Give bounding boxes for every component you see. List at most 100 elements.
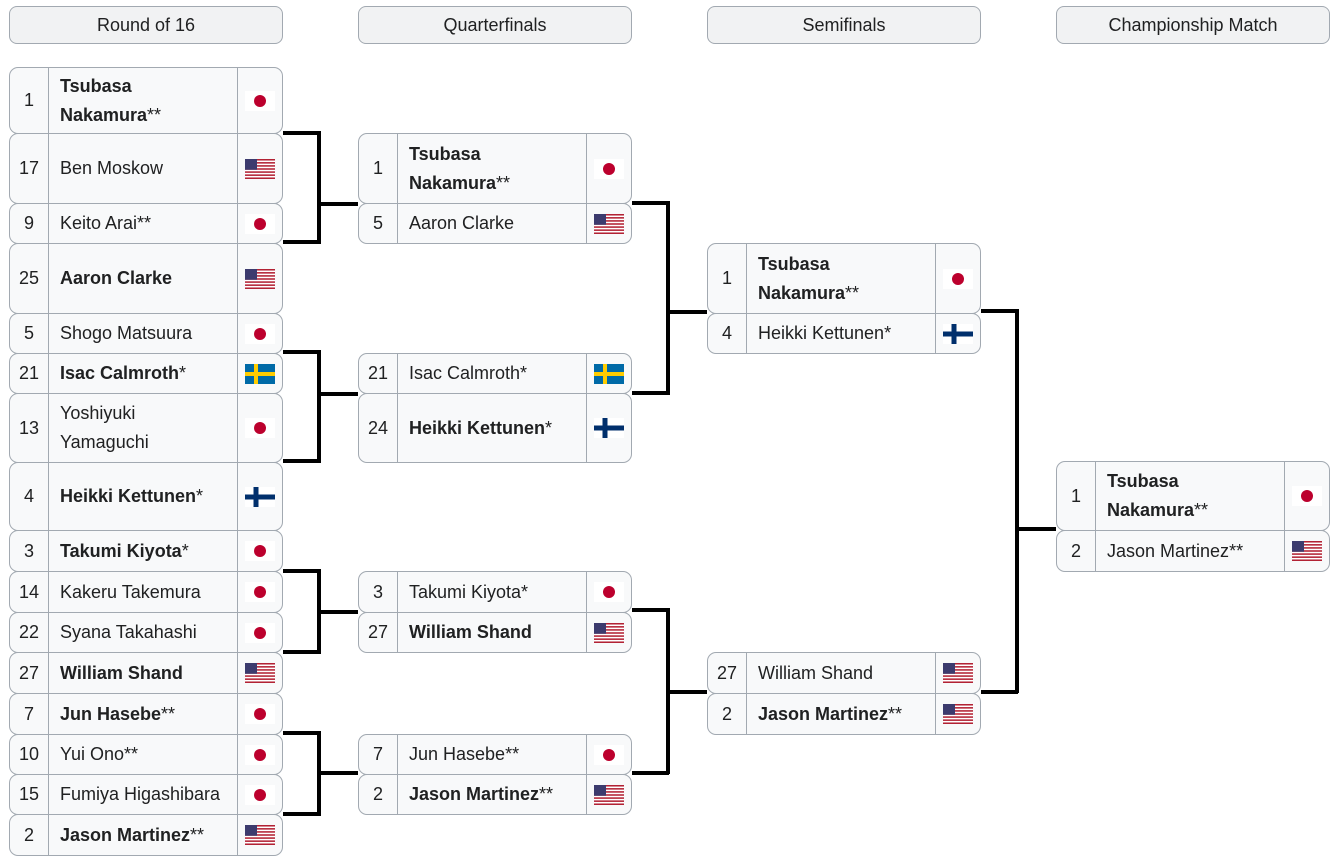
seed-number: 4 <box>10 463 49 530</box>
player-name: Jason Martinez** <box>747 694 935 734</box>
player-name-text: Shogo Matsuura <box>60 323 193 343</box>
usa-flag-icon <box>237 244 282 313</box>
player-name: Tsubasa Nakamura** <box>398 134 586 203</box>
usa-flag-icon <box>586 613 631 652</box>
seed-number: 9 <box>10 204 49 243</box>
seed-number: 10 <box>10 735 49 774</box>
player-name: Kakeru Takemura <box>49 572 237 612</box>
player-mark: ** <box>161 703 176 724</box>
japan-flag-icon <box>586 134 631 203</box>
player-name-text: Aaron Clarke <box>409 213 515 233</box>
player-name: Jun Hasebe** <box>49 694 237 734</box>
player-name: William Shand <box>398 613 586 652</box>
sweden-flag-icon <box>237 354 282 393</box>
player-mark: * <box>520 363 528 383</box>
player-name-text: Heikki Kettunen <box>60 486 197 506</box>
seed-number: 25 <box>10 244 49 313</box>
japan-flag-icon <box>586 735 631 774</box>
header-quarterfinals: Quarterfinals <box>358 6 632 44</box>
player-name-text: Tsubasa Nakamura <box>60 75 148 125</box>
bracket-connector-line <box>632 391 669 395</box>
usa-flag-icon <box>586 775 631 814</box>
player-name: Isac Calmroth* <box>49 354 237 393</box>
finland-flag-icon <box>237 463 282 530</box>
player-name-text: Takumi Kiyota <box>60 540 182 561</box>
bracket-connector-line <box>632 201 669 205</box>
qf-entry: 7 Jun Hasebe** <box>358 734 632 775</box>
seed-number: 13 <box>10 394 49 462</box>
bracket-connector-line <box>981 690 1018 694</box>
player-name-text: Tsubasa Nakamura <box>409 143 497 193</box>
player-mark: * <box>884 323 892 343</box>
player-mark: ** <box>1194 500 1209 520</box>
japan-flag-icon <box>237 613 282 652</box>
bracket-connector-line <box>317 610 358 614</box>
player-name: Keito Arai** <box>49 204 237 243</box>
seed-number: 1 <box>708 244 747 313</box>
seed-number: 17 <box>10 134 49 203</box>
header-championship-match: Championship Match <box>1056 6 1330 44</box>
sweden-flag-icon <box>586 354 631 393</box>
player-name: Jason Martinez** <box>1096 531 1284 571</box>
player-name-text: Jun Hasebe <box>409 744 506 764</box>
player-mark: ** <box>147 104 162 125</box>
player-mark: * <box>179 363 187 383</box>
player-mark: ** <box>505 744 520 764</box>
bracket-connector-line <box>283 131 320 135</box>
seed-number: 1 <box>10 68 49 133</box>
bracket-connector-line <box>1015 527 1056 531</box>
player-mark: * <box>521 581 529 602</box>
usa-flag-icon <box>1284 531 1329 571</box>
bracket-connector-line <box>666 690 707 694</box>
japan-flag-icon <box>237 694 282 734</box>
bracket-connector-line <box>632 771 669 775</box>
player-mark: ** <box>190 824 205 845</box>
seed-number: 2 <box>1057 531 1096 571</box>
player-mark: ** <box>539 784 554 804</box>
player-name: Yui Ono** <box>49 735 237 774</box>
usa-flag-icon <box>935 694 980 734</box>
seed-number: 7 <box>359 735 398 774</box>
player-name: William Shand <box>49 653 237 693</box>
finland-flag-icon <box>586 394 631 462</box>
japan-flag-icon <box>237 394 282 462</box>
player-name-text: Tsubasa Nakamura <box>1107 471 1195 520</box>
player-name: Aaron Clarke <box>398 204 586 243</box>
player-name-text: Jun Hasebe <box>60 703 162 724</box>
bracket-connector-line <box>283 350 320 354</box>
seed-number: 14 <box>10 572 49 612</box>
player-name: Fumiya Higashibara <box>49 775 237 814</box>
player-name: Aaron Clarke <box>49 244 237 313</box>
player-name-text: Jason Martinez <box>409 784 540 804</box>
bracket-connector-line <box>632 608 669 612</box>
player-name: Shogo Matsuura <box>49 314 237 353</box>
player-name-text: Jason Martinez <box>1107 540 1230 561</box>
bracket-connector-line <box>317 350 321 463</box>
seed-number: 21 <box>359 354 398 393</box>
player-name-text: Isac Calmroth <box>409 363 521 383</box>
japan-flag-icon <box>935 244 980 313</box>
player-name-text: Yui Ono <box>60 744 125 764</box>
seed-number: 7 <box>10 694 49 734</box>
seed-number: 24 <box>359 394 398 462</box>
player-mark: * <box>181 540 189 561</box>
player-mark: ** <box>124 744 139 764</box>
player-name: Heikki Kettunen* <box>49 463 237 530</box>
bracket-connector-line <box>283 459 320 463</box>
player-name-text: Syana Takahashi <box>60 622 197 642</box>
player-name-text: Kakeru Takemura <box>60 581 201 602</box>
player-name-text: Ben Moskow <box>60 158 164 178</box>
bracket-connector-line <box>666 201 670 395</box>
usa-flag-icon <box>237 653 282 693</box>
player-name: Tsubasa Nakamura** <box>747 244 935 313</box>
finland-flag-icon <box>935 314 980 353</box>
